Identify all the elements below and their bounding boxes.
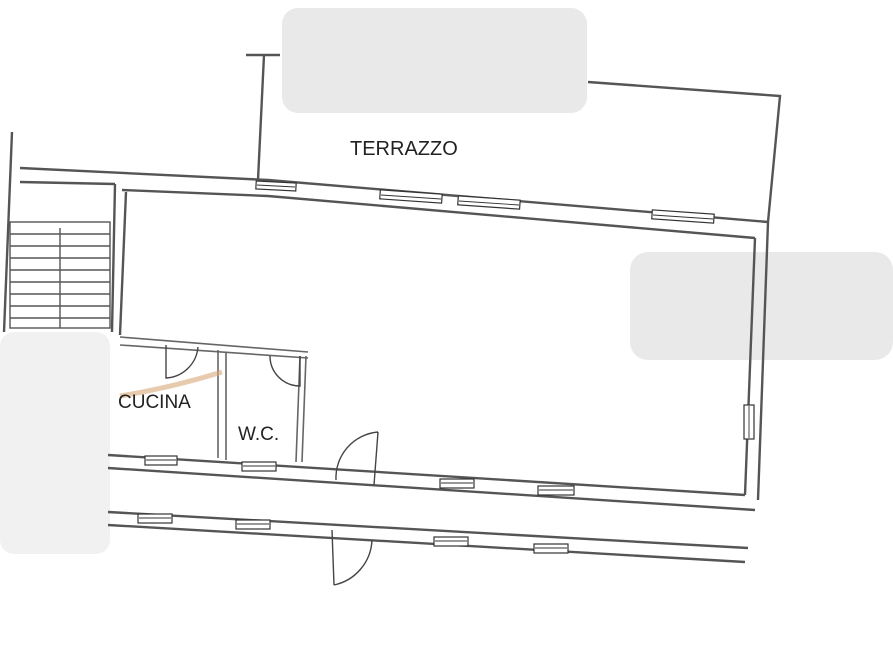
window-icon (137, 513, 173, 524)
redacted-area-right (630, 252, 893, 360)
wc-label: W.C. (238, 424, 279, 445)
window-icon (651, 209, 715, 224)
terrace-walls (246, 53, 782, 223)
wc-door-icon (269, 355, 301, 387)
window-icon (439, 478, 475, 489)
corridor-door-icon (331, 529, 373, 586)
window-icon (144, 455, 178, 466)
window-icon (743, 404, 755, 440)
windows-corridor (137, 513, 569, 554)
doors (165, 345, 379, 586)
building-walls (2, 131, 770, 564)
window-icon (457, 195, 521, 210)
window-icon (379, 189, 443, 204)
window-icon (537, 485, 575, 496)
redacted-area-left (0, 332, 110, 554)
kitchen-label: CUCINA (118, 392, 191, 413)
window-icon (255, 180, 297, 192)
terrace-label: TERRAZZO (350, 138, 458, 160)
window-icon (533, 543, 569, 554)
windows-south (144, 455, 575, 496)
window-icon (235, 519, 271, 530)
window-icon (241, 461, 277, 472)
staircase (9, 221, 111, 329)
window-icon (433, 536, 469, 547)
redacted-area-top (282, 8, 587, 113)
kitchen-door-icon (165, 345, 199, 379)
interior-partitions (119, 336, 309, 463)
entrance-door-icon (335, 431, 379, 486)
windows-north (255, 180, 715, 224)
kitchen-highlight (119, 369, 223, 399)
